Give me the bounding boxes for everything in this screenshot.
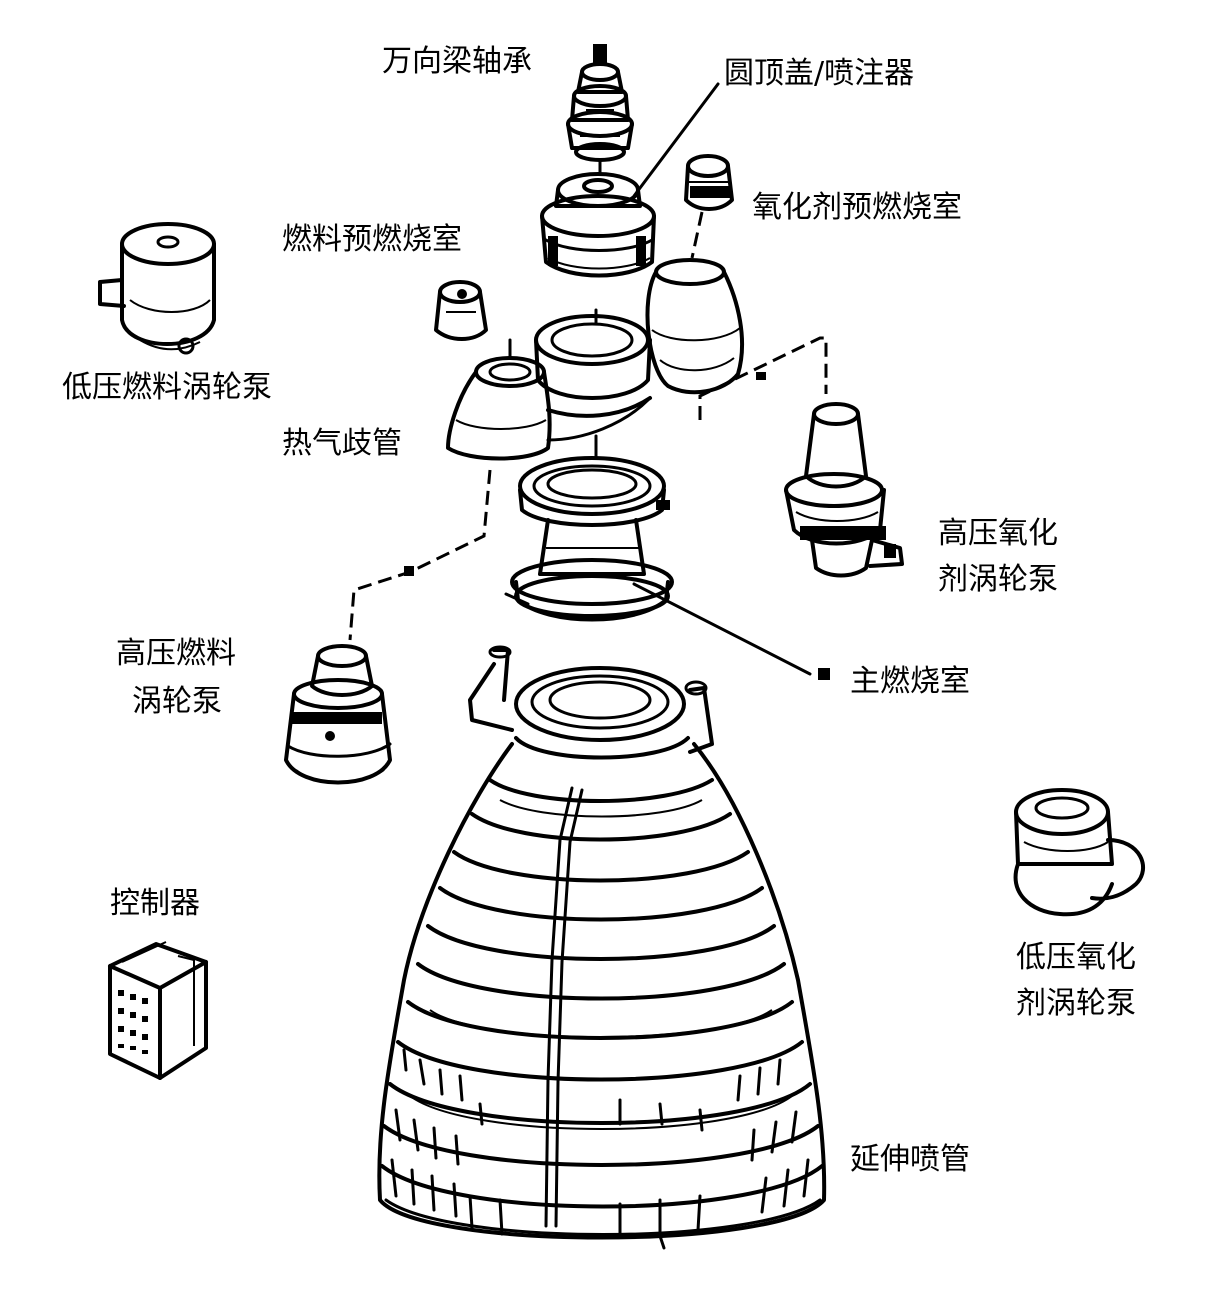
label-gimbal-bearing: 万向梁轴承 bbox=[382, 44, 532, 79]
label-lp-oxidizer-turbopump-line2: 剂涡轮泵 bbox=[1016, 986, 1136, 1021]
ox-preburner-dashline bbox=[690, 211, 704, 259]
label-hp-fuel-turbopump-line1: 高压燃料 bbox=[116, 636, 236, 671]
label-fuel-preburner: 燃料预燃烧室 bbox=[282, 222, 462, 257]
leader-main-combustion bbox=[632, 582, 812, 676]
dome-injector-part bbox=[540, 172, 656, 278]
hot-gas-manifold-part bbox=[446, 308, 652, 461]
gimbal-bearing-part bbox=[566, 44, 634, 174]
hp-fuel-dashline bbox=[348, 469, 492, 641]
leader-dome-injector bbox=[632, 82, 720, 198]
oxidizer-preburner-part bbox=[645, 154, 745, 395]
label-main-combustion-chamber: 主燃烧室 bbox=[850, 664, 970, 699]
fuel-preburner-part bbox=[434, 280, 488, 341]
label-hp-fuel-turbopump-line2: 涡轮泵 bbox=[132, 684, 222, 719]
label-oxidizer-preburner: 氧化剂预燃烧室 bbox=[752, 190, 962, 225]
nozzle-part bbox=[377, 645, 827, 1250]
lp-oxidizer-turbopump-part bbox=[1013, 788, 1146, 917]
hp-oxidizer-turbopump-part bbox=[784, 402, 904, 578]
hp-ox-dashline bbox=[698, 336, 828, 420]
label-hp-oxidizer-turbopump-line2: 剂涡轮泵 bbox=[938, 562, 1058, 597]
label-controller: 控制器 bbox=[110, 886, 200, 921]
label-hp-oxidizer-turbopump-line1: 高压氧化 bbox=[938, 516, 1058, 551]
lp-fuel-turbopump-part bbox=[98, 222, 216, 355]
label-lp-oxidizer-turbopump-line1: 低压氧化 bbox=[1016, 940, 1136, 975]
label-dome-injector: 圆顶盖/喷注器 bbox=[724, 56, 915, 91]
label-hot-gas-manifold: 热气歧管 bbox=[282, 426, 402, 461]
label-lp-fuel-turbopump: 低压燃料涡轮泵 bbox=[62, 370, 272, 405]
hp-fuel-turbopump-part bbox=[284, 644, 392, 785]
label-nozzle-extension: 延伸喷管 bbox=[850, 1142, 970, 1177]
controller-part bbox=[108, 941, 208, 1080]
main-combustion-chamber-part bbox=[504, 434, 674, 622]
